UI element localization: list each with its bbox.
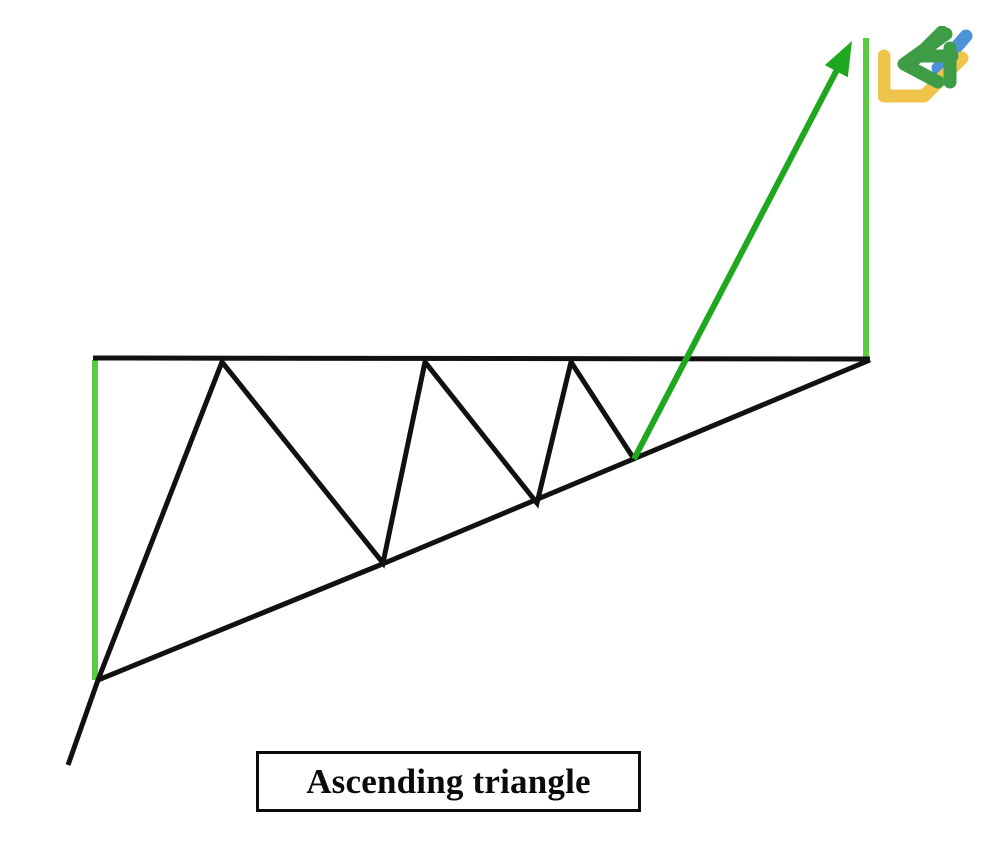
logo-green-arm [897,27,953,89]
brand-logo-mark [878,26,973,103]
pattern-caption-label: Ascending triangle [306,762,591,801]
breakout-arrow-shaft [631,60,844,461]
resistance-line [92,355,871,362]
support-line [65,357,871,766]
logo-yellow-chevron [878,49,969,103]
breakout-arrow-head [824,41,852,78]
litefinance-logo [878,26,978,110]
price-action-zigzag [95,355,637,681]
pattern-caption-box: Ascending triangle [256,751,641,812]
